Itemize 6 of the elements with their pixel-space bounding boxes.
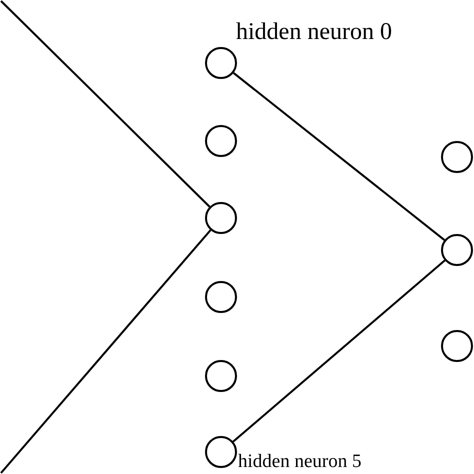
connector-line [232, 260, 446, 442]
connector-line [0, 229, 212, 474]
connector-line [0, 0, 210, 208]
neuron-label: hidden neuron 0 [236, 20, 392, 44]
neuron-label: hidden neuron 5 [238, 452, 362, 471]
connector-line [232, 72, 446, 241]
